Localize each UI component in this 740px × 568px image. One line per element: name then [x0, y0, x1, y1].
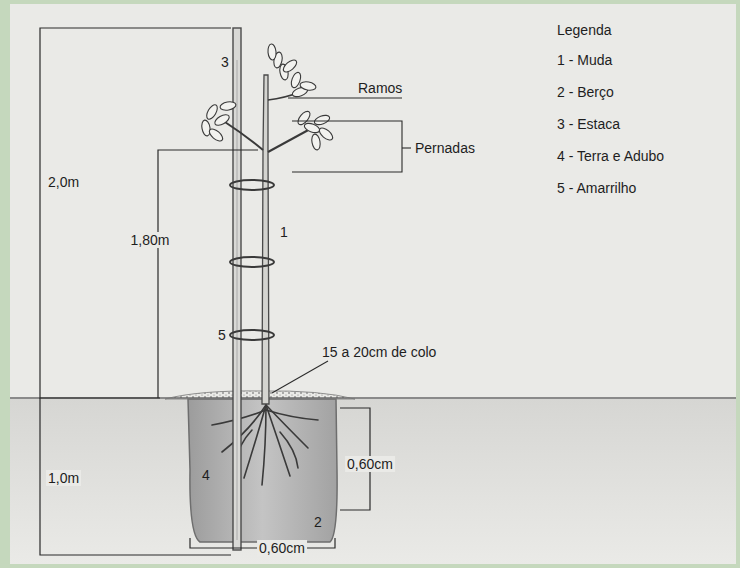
legend-title: Legenda	[557, 22, 612, 38]
ground	[10, 398, 736, 564]
tie	[230, 257, 274, 267]
roots	[266, 410, 318, 420]
leaf	[313, 114, 331, 127]
leaf	[207, 127, 224, 143]
part-label: Ramos	[358, 80, 402, 96]
legend-text: 2 - Berço	[557, 84, 614, 100]
roots	[262, 405, 266, 485]
legend-text: 4 - Terra e Adubo	[557, 148, 664, 164]
legend-entry: 5 - Amarrilho	[557, 180, 664, 196]
tie	[230, 180, 274, 340]
dimension-line	[40, 28, 370, 555]
leader-line	[292, 121, 402, 172]
note-label: 15 a 20cm de colo	[322, 344, 436, 360]
stake-grain	[237, 60, 238, 540]
leader-line	[272, 361, 328, 393]
leaf	[219, 101, 236, 112]
pit	[188, 399, 337, 542]
background-panel	[10, 4, 736, 564]
legend-text: 5 - Amarrilho	[557, 180, 636, 196]
callout-number: 2	[314, 514, 322, 530]
dimension-label: 1,0m	[46, 470, 81, 486]
seedling	[201, 44, 335, 151]
legend-text: 3 - Estaca	[557, 116, 620, 132]
pit	[165, 391, 355, 542]
dimension-label: 0,60cm	[345, 456, 395, 472]
legend-entry: 4 - Terra e Adubo	[557, 148, 664, 164]
callout-number: 4	[202, 467, 210, 483]
dimension-label: 0,60cm	[257, 540, 307, 556]
seedling	[222, 120, 263, 150]
dimension-label: 2,0m	[46, 174, 81, 190]
seedling	[262, 75, 269, 404]
dimension-label: 1,80m	[129, 232, 172, 248]
pit	[165, 391, 355, 399]
part-label: Pernadas	[415, 140, 475, 156]
leaf	[311, 133, 322, 150]
dimension-line	[40, 28, 231, 398]
legend-text: 1 - Muda	[557, 52, 612, 68]
leaf	[213, 113, 231, 128]
callout-number: 3	[221, 54, 229, 70]
legend-entry: 1 - Muda	[557, 52, 664, 68]
leader-line	[402, 147, 411, 148]
leaf	[281, 58, 298, 74]
leaf	[299, 81, 316, 92]
tie	[230, 180, 274, 190]
dimension-line	[158, 150, 258, 398]
tie	[230, 330, 274, 340]
legend: 1 - Muda 2 - Berço 3 - Estaca 4 - Terra e A…	[557, 52, 664, 212]
legend-entry: 2 - Berço	[557, 84, 664, 100]
roots	[280, 432, 298, 468]
leaf	[296, 109, 312, 126]
callout-number: 1	[280, 224, 288, 240]
dimension-line	[40, 398, 231, 555]
legend-entry: 3 - Estaca	[557, 116, 664, 132]
leaf	[205, 103, 220, 121]
roots	[212, 405, 318, 485]
leaf	[267, 44, 276, 61]
callout-number: 5	[218, 327, 226, 343]
leader-line	[288, 97, 402, 98]
seedling	[268, 128, 312, 152]
